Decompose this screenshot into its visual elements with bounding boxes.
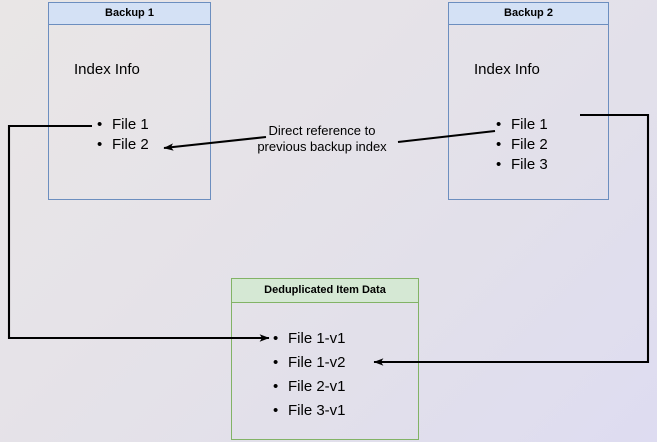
list-item: File 1 (496, 115, 548, 135)
backup-1-box[interactable]: Backup 1 Index Info File 1 File 2 (48, 2, 211, 200)
backup-2-file-list: File 1 File 2 File 3 (496, 115, 548, 175)
list-item: File 1-v2 (273, 351, 346, 375)
list-item: File 1-v1 (273, 327, 346, 351)
list-item: File 2 (97, 135, 149, 155)
direct-reference-caption: Direct reference to previous backup inde… (247, 123, 397, 155)
list-item: File 3-v1 (273, 399, 346, 423)
backup-1-title: Backup 1 (49, 3, 210, 25)
list-item: File 2 (496, 135, 548, 155)
backup-1-file-list: File 1 File 2 (97, 115, 149, 155)
backup-1-index-info-label: Index Info (74, 61, 140, 78)
list-item: File 1 (97, 115, 149, 135)
backup-2-box[interactable]: Backup 2 Index Info File 1 File 2 File 3 (448, 2, 609, 200)
backup-1-body: Index Info File 1 File 2 (49, 25, 210, 199)
backup-2-body: Index Info File 1 File 2 File 3 (449, 25, 608, 199)
caption-line-2: previous backup index (257, 139, 387, 154)
deduplicated-item-data-box[interactable]: Deduplicated Item Data File 1-v1 File 1-… (231, 278, 419, 440)
deduplicated-item-data-body: File 1-v1 File 1-v2 File 2-v1 File 3-v1 (232, 303, 418, 439)
dedup-file-list: File 1-v1 File 1-v2 File 2-v1 File 3-v1 (273, 327, 346, 423)
list-item: File 2-v1 (273, 375, 346, 399)
list-item: File 3 (496, 155, 548, 175)
backup-2-index-info-label: Index Info (474, 61, 540, 78)
caption-line-1: Direct reference to (268, 123, 376, 138)
deduplicated-item-data-title: Deduplicated Item Data (232, 279, 418, 303)
backup-2-title: Backup 2 (449, 3, 608, 25)
